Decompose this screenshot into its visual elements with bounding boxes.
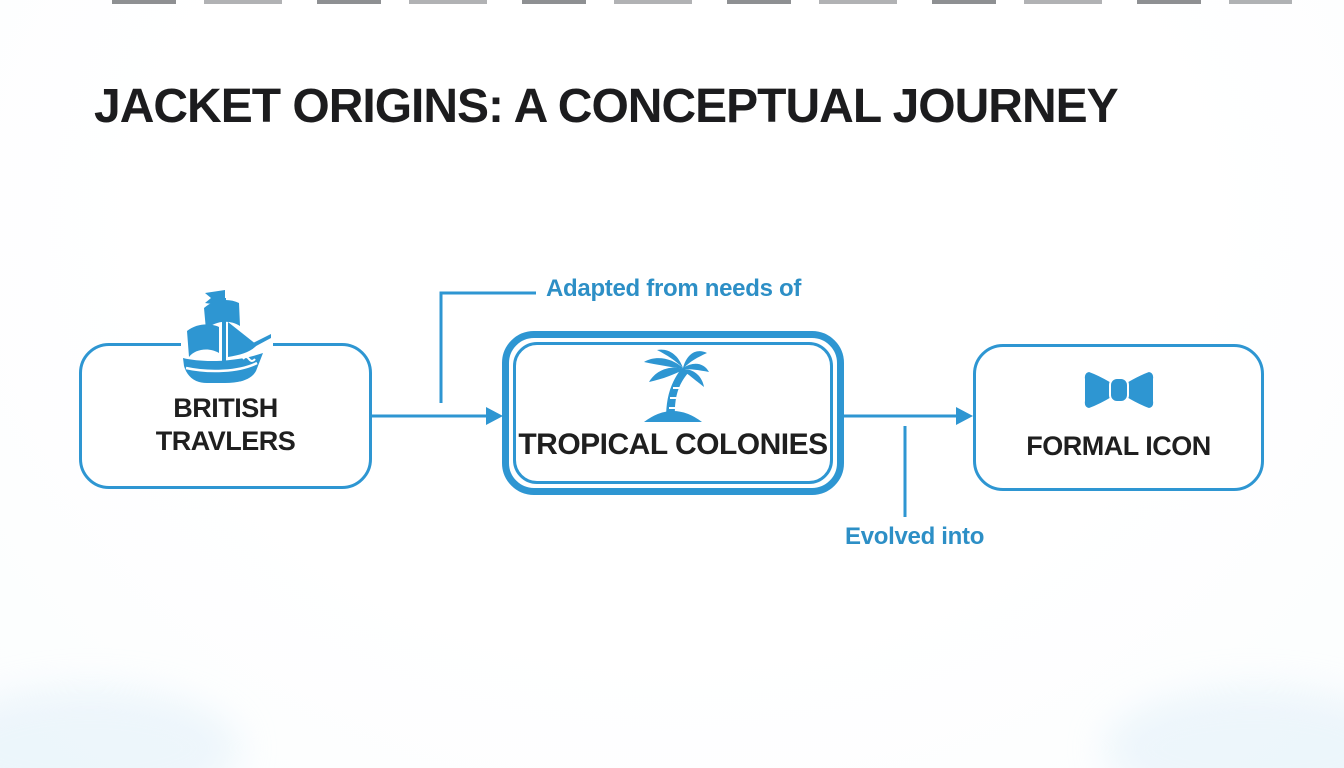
edge-label-evolved: Evolved into — [845, 523, 985, 550]
palm-tree-icon — [636, 348, 710, 424]
node-tropical-colonies: TROPICAL COLONIES — [502, 331, 844, 495]
inner-frame — [513, 342, 833, 484]
bow-tie-icon — [1084, 370, 1154, 410]
node-label: TROPICAL COLONIES — [518, 428, 828, 461]
top-edge-artifact — [112, 0, 1292, 4]
node-british-travelers: BRITISH TRAVLERS — [79, 343, 372, 489]
node-formal-icon: FORMAL ICON — [973, 344, 1264, 491]
bottom-right-tint — [1104, 688, 1344, 768]
arrowhead-1 — [486, 407, 503, 425]
arrowhead-2 — [956, 407, 973, 425]
node-label: FORMAL ICON — [1026, 431, 1211, 461]
ship-icon — [181, 290, 273, 384]
edge-label-adapted: Adapted from needs of — [546, 275, 802, 302]
node-label: BRITISH TRAVLERS — [155, 393, 296, 457]
bottom-left-tint — [0, 688, 240, 768]
page-title: JACKET ORIGINS: A CONCEPTUAL JOURNEY — [94, 80, 1119, 133]
